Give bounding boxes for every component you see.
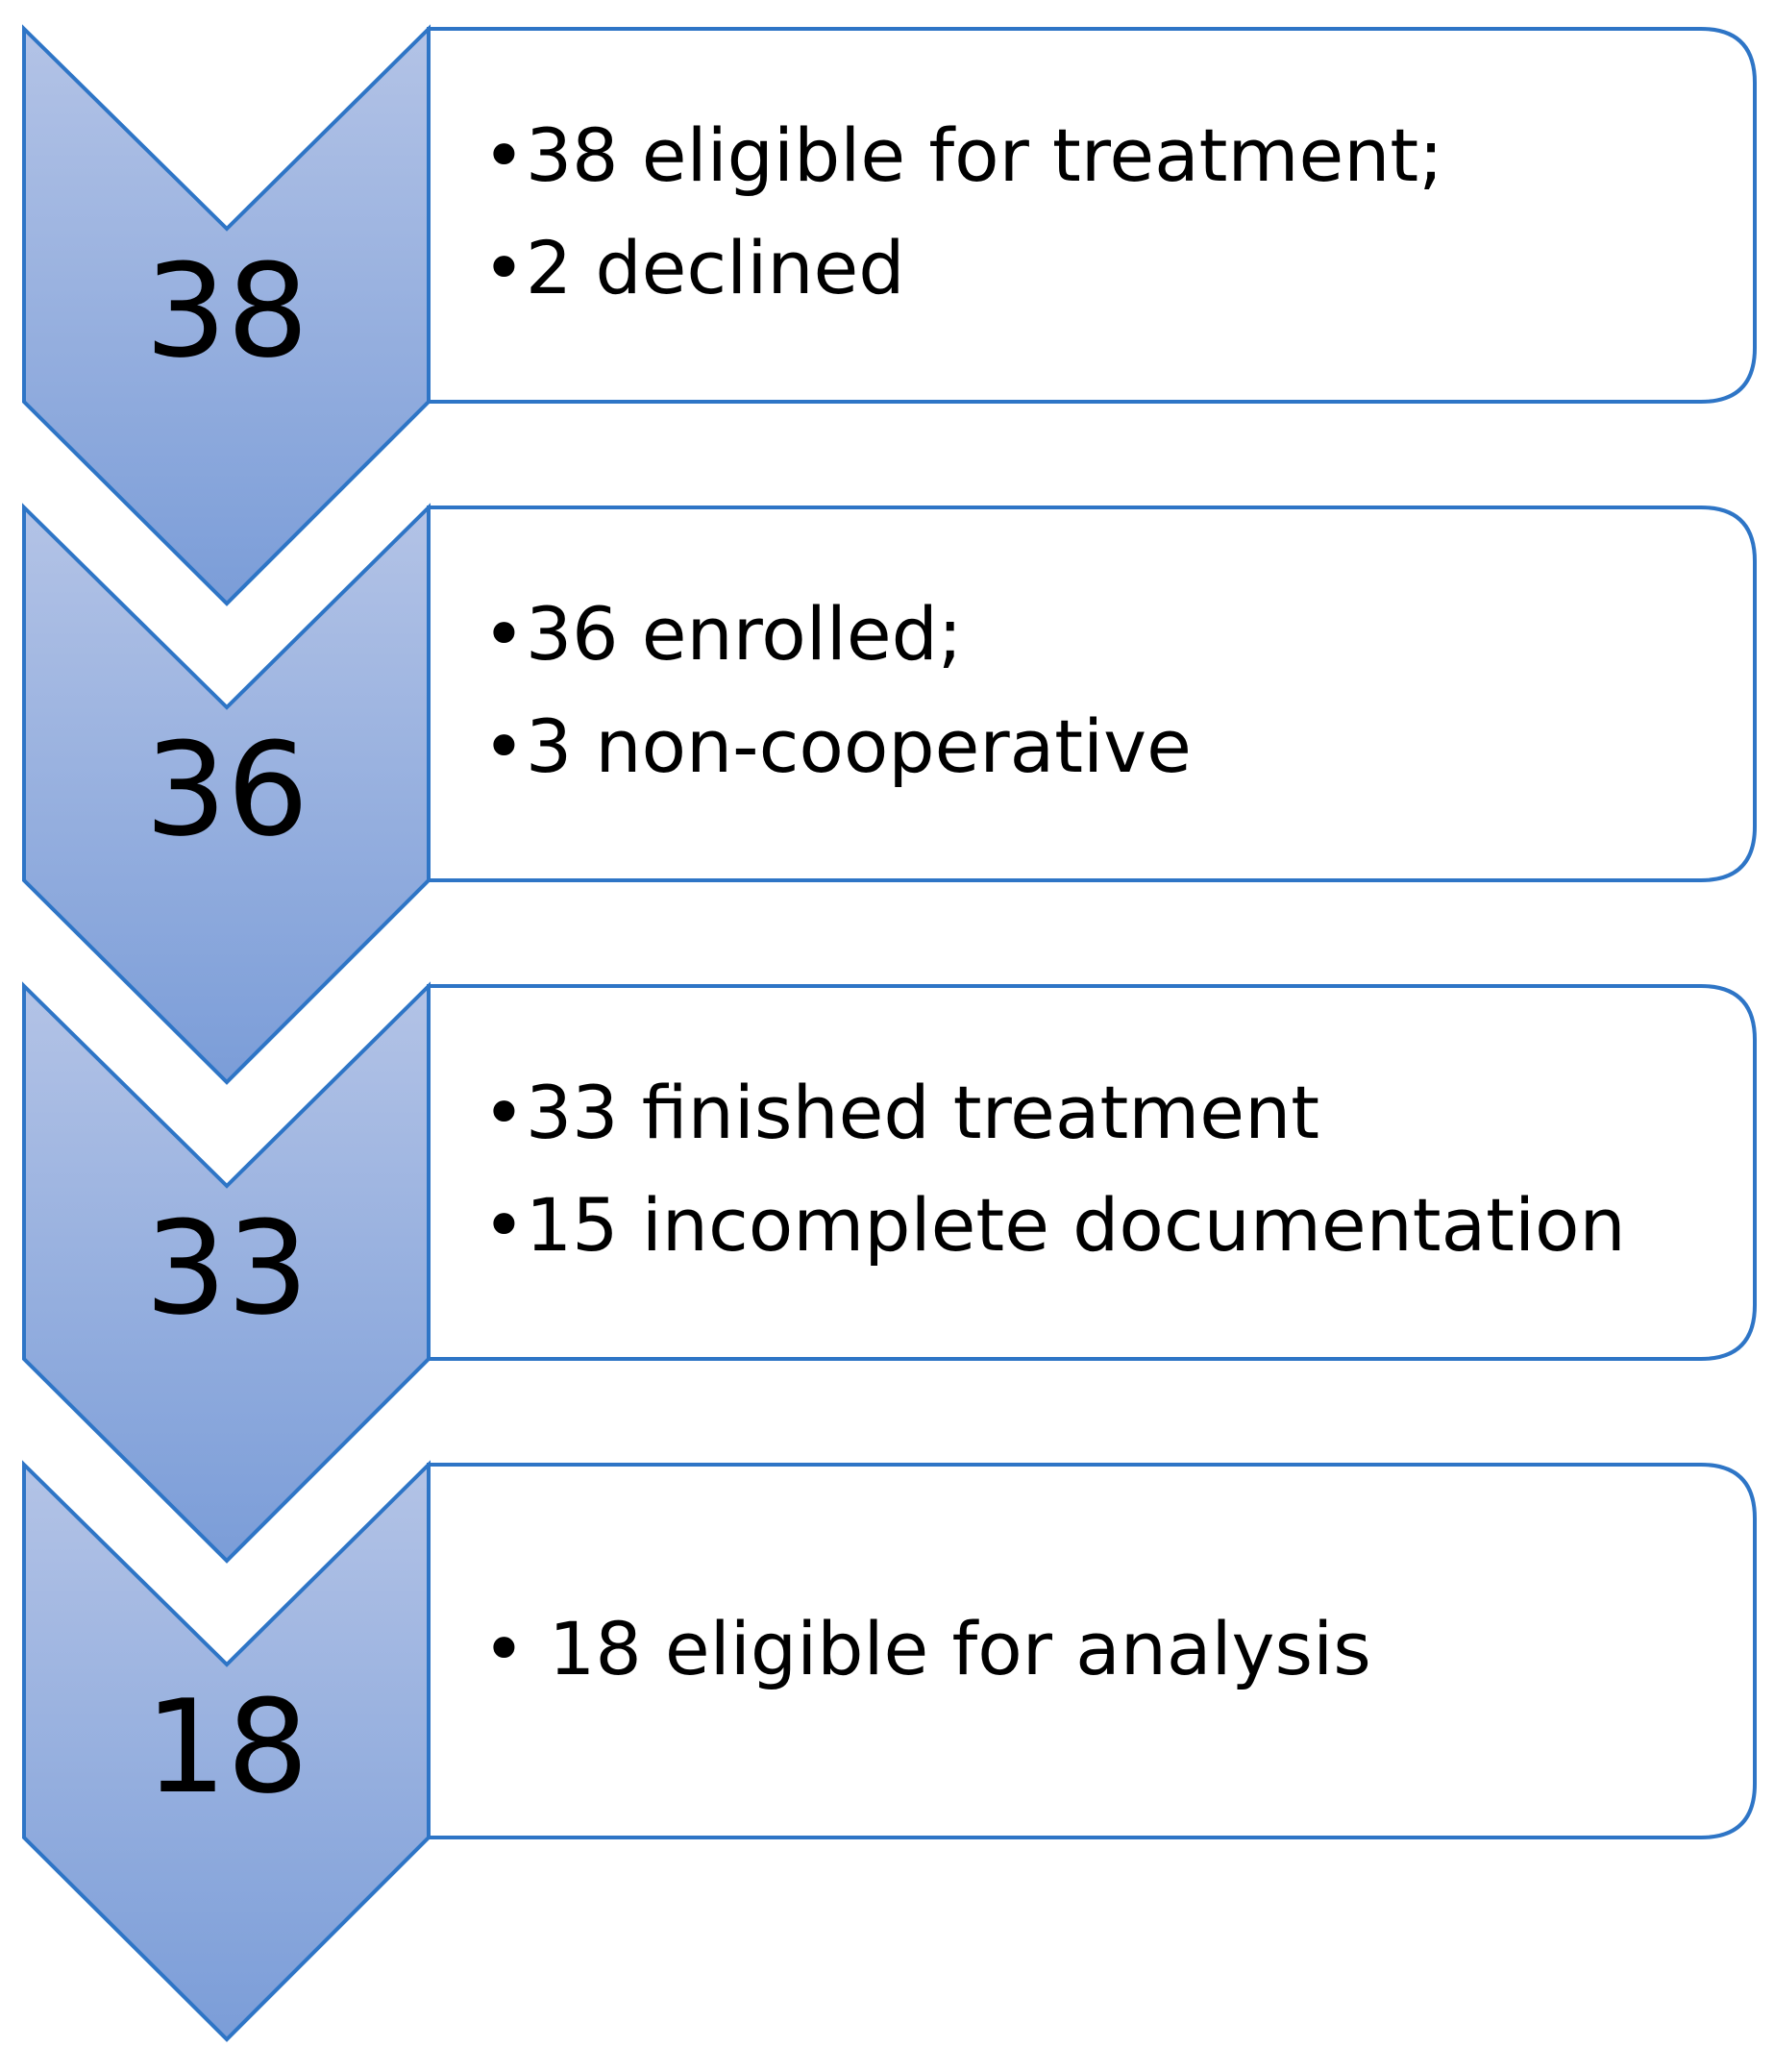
step-3-line-1: •33 finished treatment (482, 1070, 1319, 1155)
step-1-line-1: •38 eligible for treatment; (482, 112, 1443, 198)
step-1-count: 38 (145, 236, 309, 386)
step-3: 33 •33 finished treatment •15 incomplete… (22, 981, 1757, 1564)
step-3-count: 33 (145, 1194, 309, 1344)
step-1-box (427, 27, 1757, 404)
step-2-line-1: •36 enrolled; (482, 591, 963, 677)
step-4-chevron (22, 1460, 431, 2042)
step-1: 38 •38 eligible for treatment; •2 declin… (22, 24, 1757, 606)
step-4-line-1: • 18 eligible for analysis (482, 1606, 1371, 1691)
step-4-count: 18 (145, 1672, 309, 1822)
step-3-chevron (22, 981, 431, 1564)
step-4-box (427, 1463, 1757, 1839)
step-1-line-2: •2 declined (482, 225, 905, 310)
step-3-line-2: •15 incomplete documentation (482, 1182, 1626, 1268)
step-3-box (427, 984, 1757, 1361)
step-2-count: 36 (145, 715, 309, 865)
step-2-line-2: •3 non-cooperative (482, 703, 1192, 789)
step-1-chevron (22, 24, 431, 606)
step-2-chevron (22, 503, 431, 1085)
step-2: 36 •36 enrolled; •3 non-cooperative (22, 503, 1757, 1085)
step-2-box (427, 506, 1757, 882)
step-4: 18 • 18 eligible for analysis (22, 1460, 1757, 2042)
